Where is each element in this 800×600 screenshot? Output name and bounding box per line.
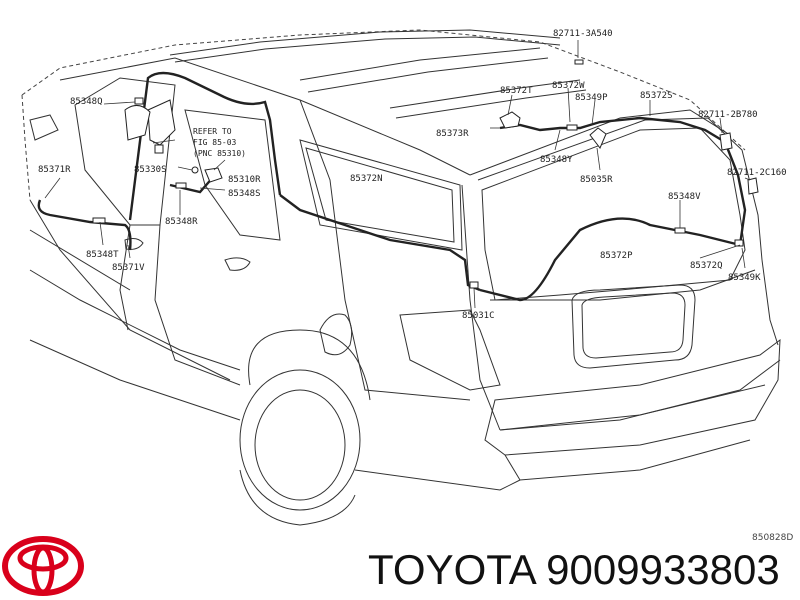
label-85348s: 85348S bbox=[228, 189, 261, 199]
refer-note-line-2: FIG 85-03 bbox=[193, 138, 237, 147]
label-85348v: 85348V bbox=[668, 192, 701, 202]
label-85349k: 85349K bbox=[728, 273, 761, 283]
part-labels: 82711-3A540 85372T 85372W 85349P 85372S … bbox=[38, 29, 787, 321]
label-85348t: 85348T bbox=[86, 250, 119, 260]
label-82711-2b780: 82711-2B780 bbox=[698, 110, 758, 120]
clamps-and-connectors bbox=[92, 59, 759, 289]
label-85373r: 85373R bbox=[436, 129, 469, 139]
label-85349p: 85349P bbox=[575, 93, 608, 103]
label-85372w: 85372W bbox=[552, 81, 585, 91]
toyota-logo-icon bbox=[2, 536, 84, 596]
label-85348q: 85348Q bbox=[70, 97, 103, 107]
label-85031c: 85031C bbox=[462, 311, 495, 321]
label-85371r: 85371R bbox=[38, 165, 71, 175]
washer-hoses bbox=[37, 71, 747, 302]
label-85310r: 85310R bbox=[228, 175, 261, 185]
label-85372n: 85372N bbox=[350, 174, 383, 184]
leader-lines bbox=[44, 40, 751, 309]
label-82711-3a540: 82711-3A540 bbox=[553, 29, 613, 39]
drawing-code: 850828D bbox=[752, 533, 793, 543]
refer-note-line-1: REFER TO bbox=[193, 127, 232, 136]
label-85371v: 85371V bbox=[112, 263, 145, 273]
label-82711-2c160: 82711-2C160 bbox=[727, 168, 787, 178]
product-caption: TOYOTA 9009933803 bbox=[368, 546, 780, 593]
label-85372q: 85372Q bbox=[690, 261, 723, 271]
label-85330s: 85330S bbox=[134, 165, 167, 175]
refer-note: REFER TO FIG 85-03 (PNC 85310) bbox=[193, 127, 246, 158]
label-85035r: 85035R bbox=[580, 175, 613, 185]
label-85348y: 85348Y bbox=[540, 155, 573, 165]
label-85372t: 85372T bbox=[500, 86, 533, 96]
label-85372s: 85372S bbox=[640, 91, 673, 101]
label-85372p: 85372P bbox=[600, 251, 633, 261]
refer-note-line-3: (PNC 85310) bbox=[193, 149, 246, 158]
label-85348r: 85348R bbox=[165, 217, 198, 227]
vehicle-outline bbox=[21, 29, 781, 526]
